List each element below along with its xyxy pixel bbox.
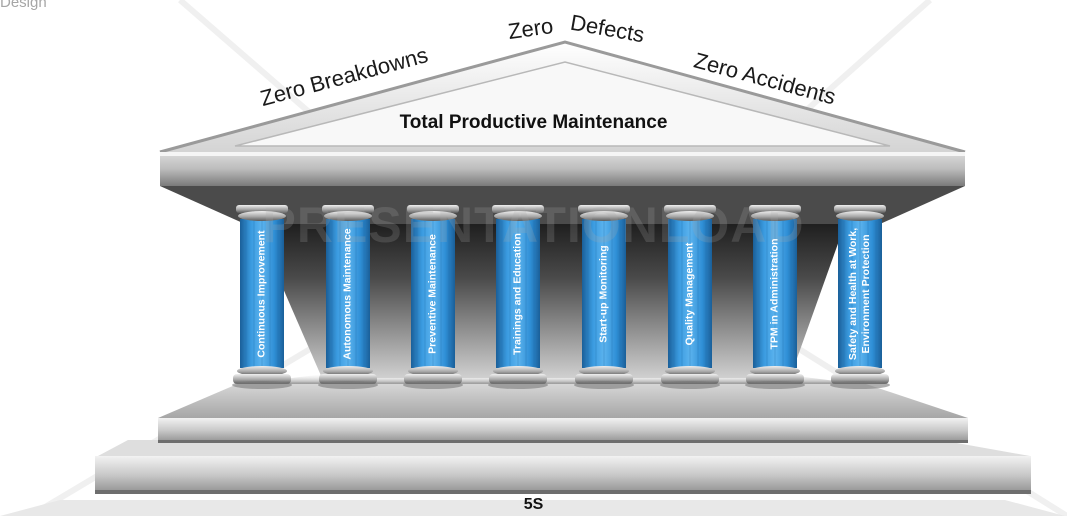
pillar-capital	[407, 205, 459, 213]
pillar-capital-ring	[666, 211, 714, 221]
pediment-inner	[234, 61, 891, 147]
pillar-label: Trainings and Education	[511, 232, 524, 355]
pillar-capital	[578, 205, 630, 213]
lower-step-top	[98, 440, 1030, 456]
pillar-shaft	[753, 219, 797, 368]
upper-step-top	[158, 382, 968, 418]
pillar	[403, 205, 463, 389]
pillar-capital-ring	[409, 211, 457, 221]
corner-label: Design	[0, 0, 47, 11]
pillars	[232, 205, 890, 389]
ground-shadow	[0, 500, 1065, 516]
pillar-capital	[236, 205, 288, 213]
pillar-base-ring	[835, 366, 885, 376]
pillar-shadow	[745, 381, 805, 389]
temple-roof	[159, 40, 966, 224]
pillar-label: Autonomous Maintenance	[341, 227, 354, 360]
pillar-label: Quality Management	[683, 242, 696, 345]
pillar-shaft	[240, 219, 284, 368]
pillar-shaft	[411, 219, 455, 368]
pillar-shadow	[318, 381, 378, 389]
roof-title: Total Productive Maintenance	[399, 112, 668, 133]
pillar-shaft	[496, 219, 540, 368]
upper-step	[158, 418, 968, 443]
pillar-base-ring	[323, 366, 373, 376]
temple-base	[0, 374, 1065, 516]
pillar	[660, 205, 720, 389]
lower-step	[95, 456, 1031, 494]
pillar-base-ring	[579, 366, 629, 376]
pillar-base-ring	[665, 366, 715, 376]
pillar	[574, 205, 634, 389]
pillar-label: Continuous Improvement	[255, 229, 268, 358]
pillar-capital	[322, 205, 374, 213]
pillar	[232, 205, 292, 389]
pillar-shadow	[232, 381, 292, 389]
pillar-label: TPM in Administration	[768, 237, 781, 350]
pillar	[745, 205, 805, 389]
pillar-capital-ring	[494, 211, 542, 221]
pillar-capital-ring	[238, 211, 286, 221]
pillar-shadow	[574, 381, 634, 389]
pillar-shaft	[326, 219, 370, 368]
pillar-capital	[492, 205, 544, 213]
pillar-base-ring	[750, 366, 800, 376]
pillar-shadow	[660, 381, 720, 389]
watermark: PRESENTATIONLOAD	[262, 197, 805, 253]
pillar-capital-ring	[580, 211, 628, 221]
pillar-shadow	[403, 381, 463, 389]
pillar-capital	[749, 205, 801, 213]
pillar-capital-ring	[751, 211, 799, 221]
pillar-shaft	[582, 219, 626, 368]
pillar-capital	[664, 205, 716, 213]
pillar-shadow	[830, 381, 890, 389]
pillar-shaft	[668, 219, 712, 368]
pillar-base-ring	[493, 366, 543, 376]
pillar-label: Safety and Health at Work,Environment Pr…	[847, 227, 872, 360]
entablature	[160, 152, 965, 186]
pillar-capital-ring	[324, 211, 372, 221]
pillar-label: Preventive Maintenance	[426, 233, 439, 354]
pillar-capital-ring	[836, 211, 884, 221]
pillar-capital	[834, 205, 886, 213]
pillar	[830, 205, 890, 389]
pillar-base-ring	[237, 366, 287, 376]
base-label: 5S	[523, 496, 544, 513]
pillar-base-ring	[408, 366, 458, 376]
pillar	[488, 205, 548, 389]
pillar-shaft	[838, 219, 882, 368]
pillar-shadow	[488, 381, 548, 389]
pillar	[318, 205, 378, 389]
pillar-label: Start-up Monitoring	[597, 244, 610, 343]
